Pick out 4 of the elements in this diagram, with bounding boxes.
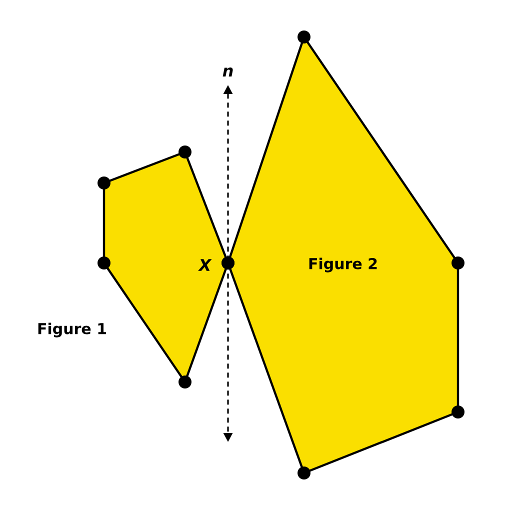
figure-label: Figure 1 <box>38 322 106 338</box>
point-label: n <box>222 68 233 76</box>
point-label: X <box>198 259 212 271</box>
figure-label: Figure 2 <box>309 258 377 272</box>
